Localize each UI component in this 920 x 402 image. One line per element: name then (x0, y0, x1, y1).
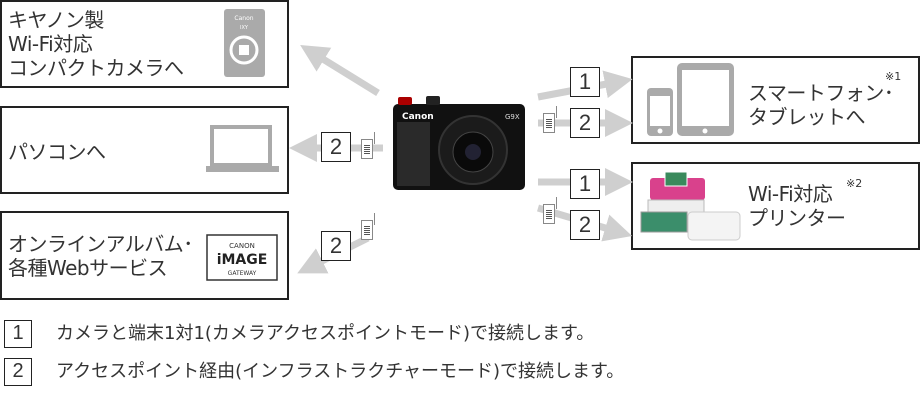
badge-online: 2 (321, 231, 351, 261)
pc-label: パソコンへ (8, 140, 106, 164)
legend-badge: 2 (4, 358, 32, 386)
image-gateway-logo: CANON iMAGE GATEWAY (206, 234, 278, 281)
compact-brand: Canon (234, 15, 253, 22)
laptop-icon (206, 125, 279, 172)
smartphone-label: スマートフォン･ タブレットへ (748, 81, 894, 129)
printer-icon (640, 171, 741, 241)
printer-label: Wi-Fi対応 プリンター (748, 182, 846, 230)
camera-model: G9X (505, 113, 520, 121)
arrow-to-compact (300, 44, 380, 96)
legend-item-1: 1 カメラと端末1対1(カメラアクセスポイントモード)で接続します。 (4, 320, 594, 348)
gateway-line1: CANON (229, 242, 255, 250)
online-label: オンラインアルバム･ 各種Webサービス (8, 232, 193, 280)
badge-printer-2: 2 (570, 210, 600, 240)
badge-phone-2: 2 (570, 108, 600, 138)
camera-brand: Canon (402, 112, 434, 122)
gateway-line3: GATEWAY (228, 270, 257, 277)
legend-item-2: 2 アクセスポイント経由(インフラストラクチャーモード)で接続します。 (4, 358, 624, 386)
legend-text: アクセスポイント経由(インフラストラクチャーモード)で接続します。 (56, 361, 625, 382)
note-2: ※2 (846, 177, 863, 190)
smartphone-icon (647, 88, 673, 136)
access-point-icon (543, 197, 557, 224)
compact-camera-label: キヤノン製 Wi-Fi対応 コンパクトカメラへ (8, 8, 184, 80)
camera-image: Canon G9X (393, 96, 525, 190)
badge-pc: 2 (321, 132, 351, 162)
access-point-icon (361, 132, 375, 159)
access-point-icon (361, 213, 375, 240)
access-point-icon (543, 106, 557, 133)
target-pc (0, 106, 289, 194)
compact-camera-icon: Canon IXY (224, 9, 265, 77)
tablet-icon (677, 63, 734, 136)
gateway-line2: iMAGE (217, 252, 268, 268)
legend-text: カメラと端末1対1(カメラアクセスポイントモード)で接続します。 (56, 323, 595, 344)
badge-phone-1: 1 (570, 67, 600, 97)
badge-printer-1: 1 (570, 169, 600, 199)
legend-badge: 1 (4, 320, 32, 348)
note-1: ※1 (885, 70, 902, 83)
compact-model: IXY (240, 25, 249, 31)
